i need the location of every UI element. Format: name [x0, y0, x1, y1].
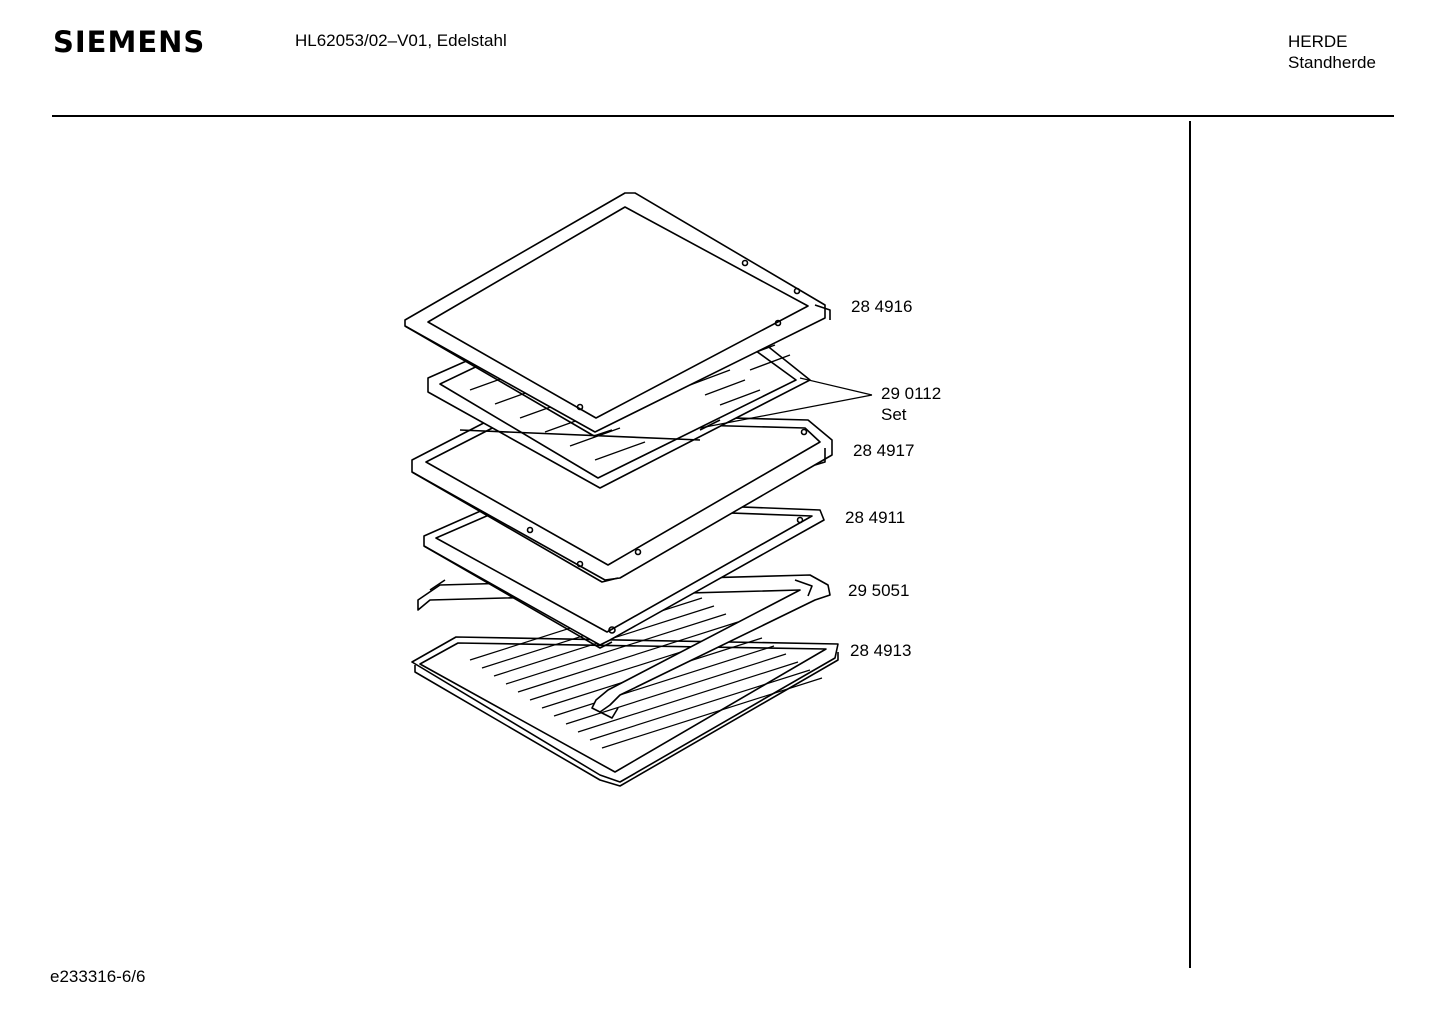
- part-label: 29 0112: [881, 384, 941, 403]
- category-block: HERDE Standherde: [1288, 31, 1376, 73]
- top-tray: [404, 192, 831, 437]
- part-label: 28 4916: [851, 297, 912, 316]
- category-label: HERDE: [1288, 32, 1348, 51]
- part-label: 28 4917: [853, 441, 914, 460]
- subcategory-label: Standherde: [1288, 53, 1376, 72]
- side-divider: [1189, 121, 1191, 968]
- part-label: 28 4913: [850, 641, 911, 660]
- part-note: Set: [881, 405, 907, 424]
- doc-id: e233316-6/6: [50, 967, 146, 986]
- leader-lines: [699, 377, 873, 429]
- brand-logo: SIEMENS: [53, 25, 206, 59]
- header-divider: [52, 115, 1394, 117]
- part-label: 29 5051: [848, 581, 909, 600]
- part-label: 28 4911: [845, 508, 905, 527]
- model-title: HL62053/02–V01, Edelstahl: [295, 31, 507, 50]
